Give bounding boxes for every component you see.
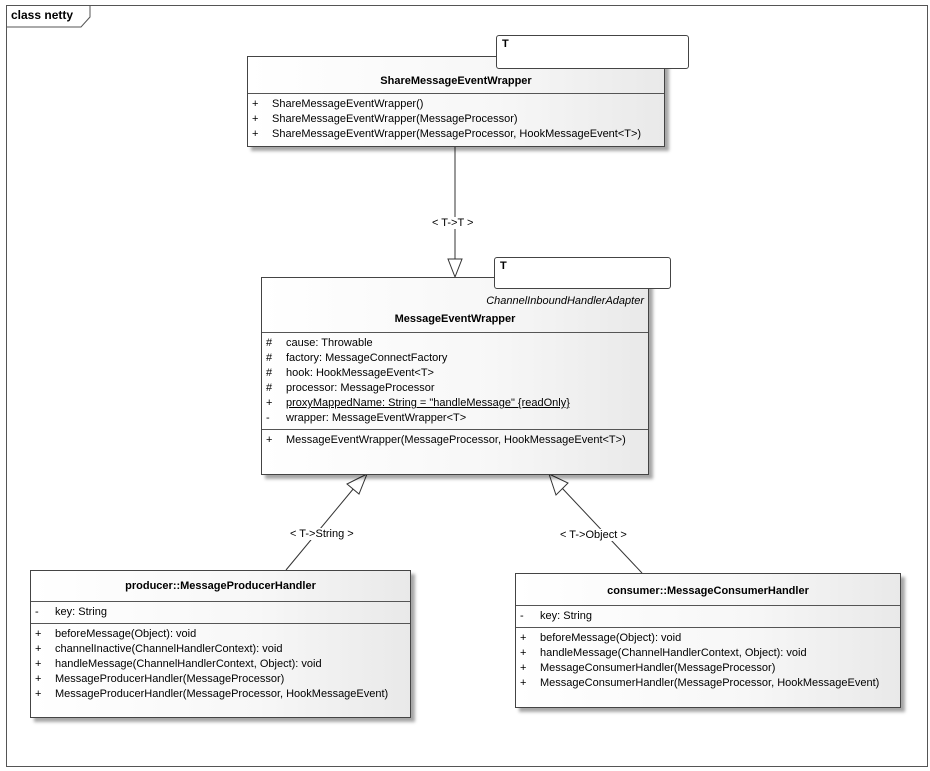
operations-compartment: + ShareMessageEventWrapper() + ShareMessage… [248,94,664,145]
member-row[interactable]: # cause: Throwable [262,336,648,351]
visibility-marker: + [35,628,42,640]
member-text: handleMessage(ChannelHandlerContext, Obj… [540,647,807,659]
member-row[interactable]: + MessageProducerHandler(MessageProcessor… [31,672,410,687]
visibility-marker: + [35,673,42,685]
member-text: handleMessage(ChannelHandlerContext, Obj… [55,658,322,670]
member-row[interactable]: - key: String [31,605,410,620]
class-name: consumer::MessageConsumerHandler [607,585,809,597]
visibility-marker: - [35,606,39,618]
member-text: MessageEventWrapper(MessageProcessor, Ho… [286,434,626,446]
member-text: key: String [540,610,592,622]
member-row[interactable]: + ShareMessageEventWrapper(MessageProcess… [248,112,664,127]
binding-label-share: < T->T > [432,217,474,229]
template-parameter: T [500,260,507,272]
member-text: hook: HookMessageEvent<T> [286,367,434,379]
member-text: MessageProducerHandler(MessageProcessor) [55,673,285,685]
member-row[interactable]: + MessageProducerHandler(MessageProcessor… [31,687,410,702]
member-text: cause: Throwable [286,337,373,349]
operations-compartment: + MessageEventWrapper(MessageProcessor, H… [262,430,648,451]
member-text: proxyMappedName: String = "handleMessage… [286,397,570,409]
frame-tab [6,5,91,28]
member-row[interactable]: + ShareMessageEventWrapper(MessageProcess… [248,127,664,142]
visibility-marker: + [520,677,527,689]
link-producer-to-wrapper [285,472,368,571]
member-text: MessageProducerHandler(MessageProcessor,… [55,688,389,700]
link-consumer-to-wrapper [548,473,643,574]
visibility-marker: + [520,662,527,674]
visibility-marker: # [266,382,273,394]
frame-label: class netty [11,8,74,22]
member-text: beforeMessage(Object): void [55,628,197,640]
visibility-marker: - [520,610,524,622]
visibility-marker: + [252,128,259,140]
member-text: ShareMessageEventWrapper() [272,98,424,110]
generalization-arrowhead [346,472,368,495]
class-message-producer-handler[interactable]: producer::MessageProducerHandler - key: S… [30,570,411,718]
member-row[interactable]: + ShareMessageEventWrapper() [248,97,664,112]
member-text: wrapper: MessageEventWrapper<T> [286,412,467,424]
visibility-marker: # [266,337,273,349]
operations-compartment: + beforeMessage(Object): void + handleMessa… [516,628,900,694]
visibility-marker: + [266,397,273,409]
generalization-arrowhead [548,473,569,496]
visibility-marker: + [266,434,273,446]
member-row[interactable]: # processor: MessageProcessor [262,381,648,396]
link-share-to-wrapper [447,147,463,279]
binding-label-consumer: < T->Object > [560,529,627,541]
member-row[interactable]: + MessageConsumerHandler(MessageProcessor… [516,661,900,676]
template-parameter: T [502,38,509,50]
visibility-marker: + [35,688,42,700]
visibility-marker: + [520,647,527,659]
attributes-compartment: # cause: Throwable # factory: MessageConnec… [262,333,648,430]
member-row[interactable]: + channelInactive(ChannelHandlerContext):… [31,642,410,657]
member-row[interactable]: + beforeMessage(Object): void [31,627,410,642]
class-name: ShareMessageEventWrapper [380,75,532,87]
member-text: processor: MessageProcessor [286,382,435,394]
template-parameter-box: T [496,35,689,69]
class-name: MessageEventWrapper [394,313,516,325]
member-row[interactable]: - key: String [516,609,900,624]
operations-compartment: + beforeMessage(Object): void + channelInac… [31,624,410,705]
attributes-compartment: - key: String [31,602,410,624]
member-text: MessageConsumerHandler(MessageProcessor,… [540,677,880,689]
visibility-marker: + [252,113,259,125]
template-parameter-box: T [494,257,671,289]
member-row[interactable]: + proxyMappedName: String = "handleMessag… [262,396,648,411]
member-row[interactable]: + handleMessage(ChannelHandlerContext, Ob… [516,646,900,661]
visibility-marker: + [520,632,527,644]
binding-label-producer: < T->String > [290,528,354,540]
visibility-marker: - [266,412,270,424]
member-row[interactable]: + MessageConsumerHandler(MessageProcessor… [516,676,900,691]
attributes-compartment: - key: String [516,606,900,628]
diagram-frame [6,5,928,767]
visibility-marker: + [252,98,259,110]
member-text: channelInactive(ChannelHandlerContext): … [55,643,283,655]
visibility-marker: # [266,352,273,364]
member-text: MessageConsumerHandler(MessageProcessor) [540,662,776,674]
visibility-marker: + [35,658,42,670]
visibility-marker: + [35,643,42,655]
member-row[interactable]: + beforeMessage(Object): void [516,631,900,646]
member-row[interactable]: # hook: HookMessageEvent<T> [262,366,648,381]
member-row[interactable]: + MessageEventWrapper(MessageProcessor, H… [262,433,648,448]
member-row[interactable]: # factory: MessageConnectFactory [262,351,648,366]
member-row[interactable]: - wrapper: MessageEventWrapper<T> [262,411,648,426]
member-text: factory: MessageConnectFactory [286,352,448,364]
visibility-marker: # [266,367,273,379]
member-text: beforeMessage(Object): void [540,632,682,644]
class-share-message-event-wrapper[interactable]: ShareMessageEventWrapper + ShareMessageEv… [247,56,665,147]
class-message-consumer-handler[interactable]: consumer::MessageConsumerHandler - key: S… [515,573,901,708]
member-text: ShareMessageEventWrapper(MessageProcesso… [272,128,642,140]
member-row[interactable]: + handleMessage(ChannelHandlerContext, Ob… [31,657,410,672]
generalization-arrowhead [447,258,463,279]
class-message-event-wrapper[interactable]: ChannelInboundHandlerAdapter MessageEven… [261,277,649,475]
member-text: ShareMessageEventWrapper(MessageProcesso… [272,113,518,125]
member-text: key: String [55,606,107,618]
class-name: producer::MessageProducerHandler [125,580,316,592]
class-stereotype: ChannelInboundHandlerAdapter [486,295,644,307]
